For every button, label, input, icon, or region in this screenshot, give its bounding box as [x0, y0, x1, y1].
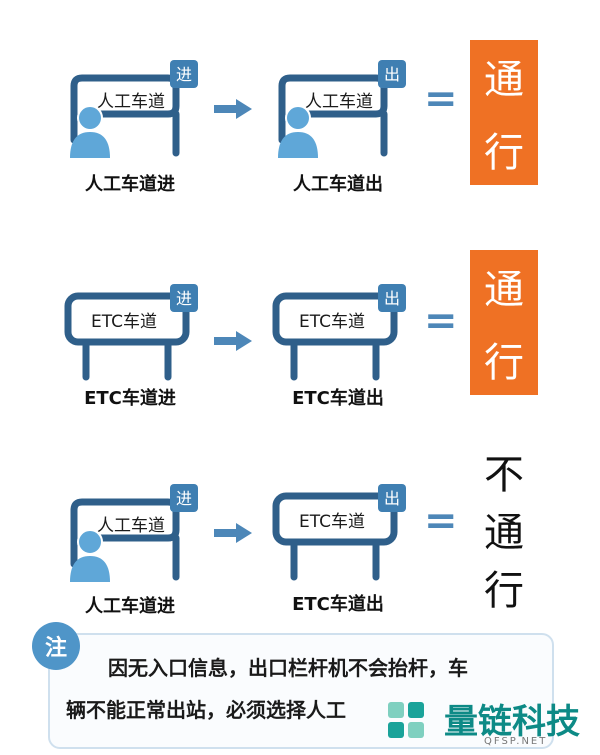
- result-box: 通 行: [470, 40, 538, 185]
- entry-badge: 进: [176, 489, 192, 508]
- entry-gate-graphic: 进: [70, 60, 198, 158]
- arrow-right-icon: [214, 523, 252, 543]
- exit-badge: 出: [384, 489, 400, 508]
- person-head-icon: [77, 105, 103, 131]
- watermark-text: 量链科技: [444, 702, 580, 742]
- person-head-icon: [285, 105, 311, 131]
- person-head-icon: [77, 529, 103, 555]
- exit-gate-graphic: 出: [272, 284, 406, 381]
- exit-caption: ETC车道出: [292, 594, 384, 615]
- logo-icon: [388, 702, 424, 738]
- watermark-sub: QFSP.NET: [484, 736, 548, 747]
- exit-badge: 出: [384, 65, 400, 84]
- exit-badge: 出: [384, 289, 400, 308]
- entry-lane-label: ETC车道: [91, 312, 157, 332]
- entry-badge: 进: [176, 289, 192, 308]
- note-line-2: 辆不能正常出站，必须选择人工: [66, 698, 346, 722]
- person-body-icon: [70, 132, 110, 158]
- arrow-right-icon: [214, 99, 252, 119]
- exit-lane-label: ETC车道: [299, 512, 365, 532]
- entry-gate-graphic: 进: [64, 284, 198, 381]
- watermark: 量链科技 QFSP.NET: [384, 690, 594, 752]
- result-char: 通: [484, 57, 524, 104]
- result-char: 行: [484, 129, 524, 176]
- exit-caption: ETC车道出: [292, 388, 384, 409]
- entry-caption: ETC车道进: [84, 388, 176, 409]
- person-body-icon: [70, 556, 110, 582]
- result-char: 不: [484, 452, 524, 498]
- entry-gate-graphic: 进: [70, 484, 198, 582]
- exit-caption: 人工车道出: [293, 174, 383, 195]
- result-char: 通: [484, 510, 524, 556]
- result-char: 行: [484, 568, 524, 614]
- entry-caption: 人工车道进: [85, 596, 175, 617]
- person-body-icon: [278, 132, 318, 158]
- entry-caption: 人工车道进: [85, 174, 175, 195]
- exit-gate-graphic: 出: [272, 484, 406, 581]
- equals-sign: =: [424, 76, 458, 122]
- result-text: 不 通 行: [470, 442, 538, 614]
- entry-lane-label: 人工车道: [97, 516, 165, 536]
- entry-badge: 进: [176, 65, 192, 84]
- note-badge: 注: [32, 622, 80, 670]
- note-line-1: 因无入口信息，出口栏杆机不会抬杆，车: [108, 656, 468, 680]
- arrow-right-icon: [214, 331, 252, 351]
- result-box: 通 行: [470, 250, 538, 395]
- result-char: 行: [484, 339, 524, 386]
- exit-lane-label: ETC车道: [299, 312, 365, 332]
- result-char: 通: [484, 267, 524, 314]
- exit-gate-graphic: 出: [278, 60, 406, 158]
- entry-lane-label: 人工车道: [97, 92, 165, 112]
- equals-sign: =: [424, 298, 458, 344]
- note-box: [48, 633, 554, 749]
- equals-sign: =: [424, 498, 458, 544]
- exit-lane-label: 人工车道: [305, 92, 373, 112]
